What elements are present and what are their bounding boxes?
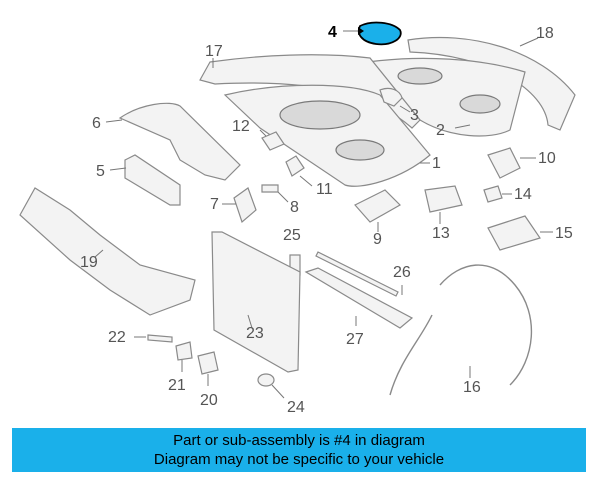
callout-26: 26 xyxy=(393,264,411,281)
part-17-trim xyxy=(199,54,421,129)
info-banner: Part or sub-assembly is #4 in diagram Di… xyxy=(12,428,586,472)
part-1-lid xyxy=(223,84,431,187)
callout-24: 24 xyxy=(287,399,305,416)
callout-12: 12 xyxy=(232,118,250,135)
part-13 xyxy=(424,185,463,213)
callout-5: 5 xyxy=(96,163,105,180)
part-11 xyxy=(285,155,305,177)
callout-10: 10 xyxy=(538,150,556,167)
callout-20: 20 xyxy=(200,392,218,409)
part-23-panel xyxy=(211,231,301,373)
part-19-frame xyxy=(19,187,196,316)
callout-16: 16 xyxy=(463,379,481,396)
callout-23: 23 xyxy=(246,325,264,342)
callout-25: 25 xyxy=(283,227,301,244)
part-6-crossmember xyxy=(118,102,241,181)
part-26-strip xyxy=(315,251,399,297)
part-24-grommet xyxy=(257,373,275,387)
banner-line-1: Part or sub-assembly is #4 in diagram xyxy=(173,432,425,449)
part-10 xyxy=(487,147,521,179)
callout-17: 17 xyxy=(205,43,223,60)
parts-diagram: 18 4 2 17 1 3 6 12 5 11 7 8 10 xyxy=(19,21,576,416)
banner-line-2: Diagram may not be specific to your vehi… xyxy=(153,451,445,468)
part-8 xyxy=(261,184,279,193)
part-15 xyxy=(487,215,541,251)
part-27-strip xyxy=(304,267,414,329)
part-5-bracket xyxy=(124,154,181,206)
callout-4: 4 xyxy=(328,24,337,41)
callout-13: 13 xyxy=(432,225,450,242)
part-12 xyxy=(261,131,285,151)
part-21-clip xyxy=(175,341,193,361)
callout-3: 3 xyxy=(410,107,419,124)
callout-8: 8 xyxy=(290,199,299,216)
part-16-cable xyxy=(389,264,533,396)
callout-7: 7 xyxy=(210,196,219,213)
callout-2: 2 xyxy=(436,122,445,139)
callout-11: 11 xyxy=(316,181,333,198)
callout-21: 21 xyxy=(168,377,186,394)
part-4-highlighted xyxy=(357,21,402,46)
callout-9: 9 xyxy=(373,231,382,248)
callout-18: 18 xyxy=(536,25,554,42)
callout-22: 22 xyxy=(108,329,126,346)
callout-15: 15 xyxy=(555,225,573,242)
callout-14: 14 xyxy=(514,186,532,203)
part-22-screw xyxy=(147,334,173,343)
part-7 xyxy=(233,187,257,224)
callout-1: 1 xyxy=(432,155,441,172)
part-3 xyxy=(379,87,403,107)
part-9 xyxy=(354,189,401,223)
callout-27: 27 xyxy=(346,331,364,348)
callout-19: 19 xyxy=(80,254,98,271)
callout-6: 6 xyxy=(92,115,101,132)
part-14 xyxy=(483,185,503,203)
part-20-clip xyxy=(197,351,219,375)
